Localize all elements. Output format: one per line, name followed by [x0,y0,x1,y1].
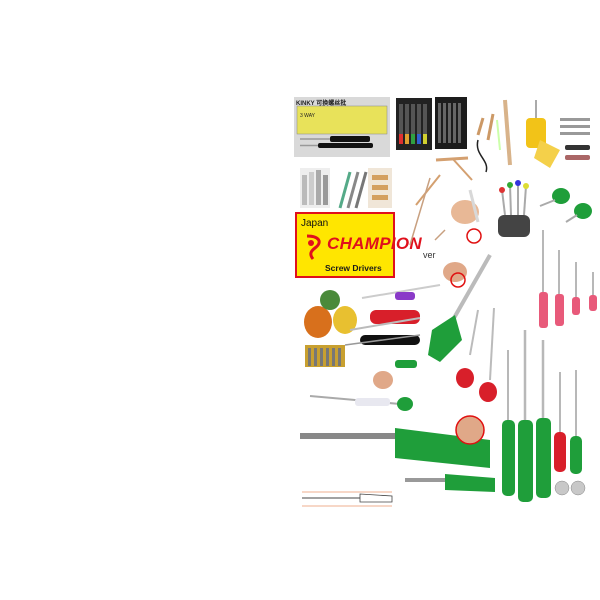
red-tester-screwdrivers [456,307,497,402]
large-green-screwdriver [300,415,495,492]
yellow-multibit-screwdriver [526,100,560,168]
precision-screwdriver-case-1 [396,98,432,150]
logo-origin-text: Japan [301,218,329,229]
ver-caption: ver [423,250,436,260]
hand-using-tester [451,189,482,244]
t-handle-screwdrivers [409,156,473,246]
champion-logo: Japan CHAMPION Screw Drivers [295,212,422,278]
hand-with-red-tester [443,262,467,288]
logo-subtitle-text: Screw Drivers [325,263,382,273]
kinky-box-label: KINKY 可换螺丝批 [296,101,347,107]
champion-emblem-icon [306,234,321,260]
voltage-tester-group [476,99,512,173]
logo-brand-text: CHAMPION [327,234,422,253]
stubby-green-screwdrivers [539,188,592,223]
precision-screwdriver-stand [498,180,530,237]
screwdriver-cluster [344,284,441,368]
assorted-screwdriver-kit [300,168,392,209]
dimension-drawing [302,491,393,507]
bit-set [560,118,590,160]
large-green-flat-screwdriver [428,254,492,362]
pink-screwdrivers [539,230,597,328]
green-screwdriver-row [502,330,586,502]
kinky-screwdriver-box: KINKY 可换螺丝批 [294,97,390,157]
precision-screwdriver-case-2 [435,97,467,149]
voltage-tester-screwdriver [309,371,413,411]
interchangeable-bit-handles [304,290,357,367]
